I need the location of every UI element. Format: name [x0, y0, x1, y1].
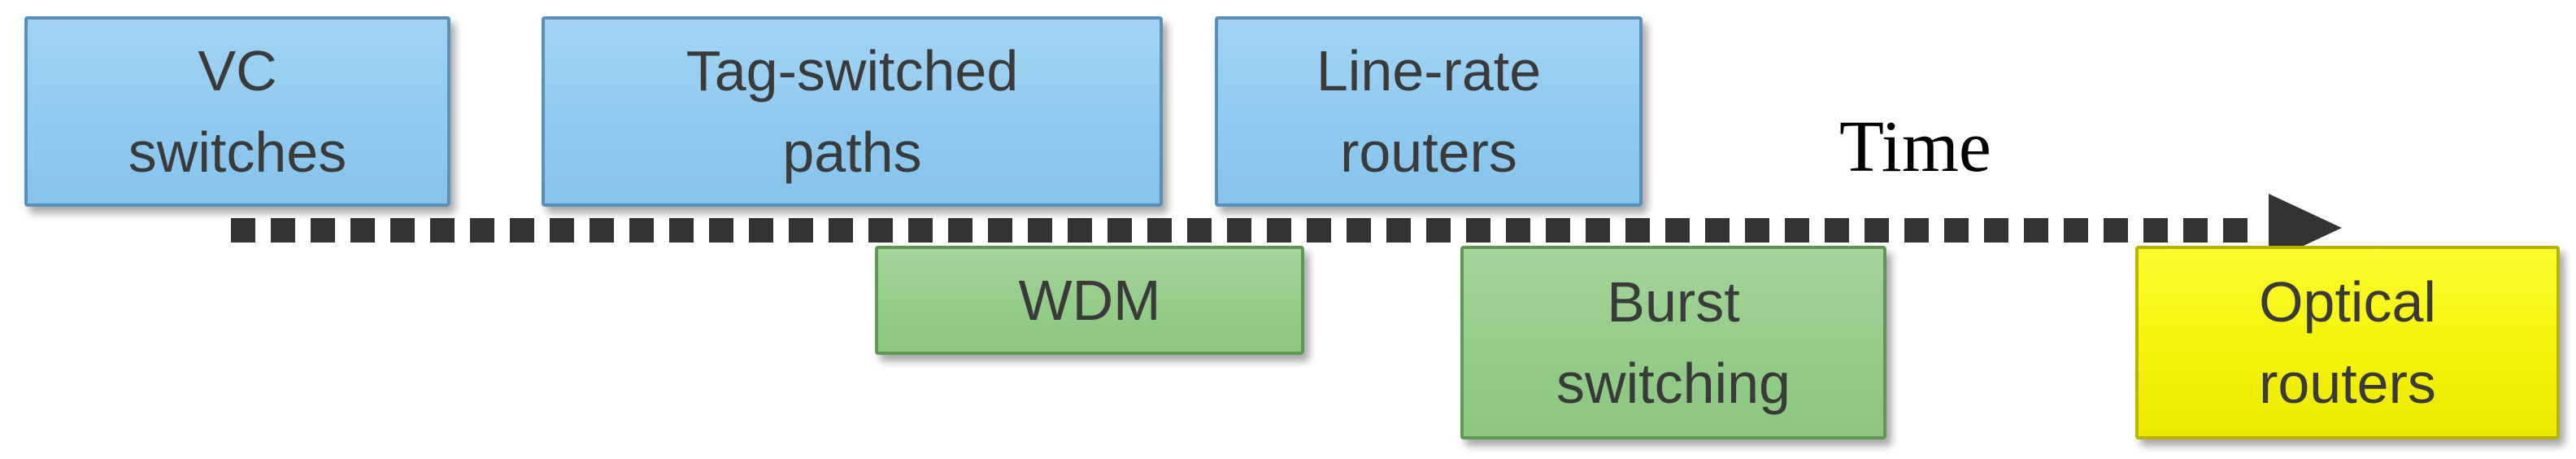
timeline-dash	[1625, 218, 1650, 243]
box-tag-switched-line-1: Tag-switched	[685, 39, 1019, 103]
timeline-dash	[1745, 218, 1769, 243]
box-burst-line-2: switching	[1556, 352, 1791, 415]
timeline-dash	[350, 218, 375, 243]
timeline-dash	[1307, 218, 1331, 243]
timeline-dash	[390, 218, 415, 243]
timeline-dash	[550, 218, 574, 243]
timeline-dash	[1825, 218, 1849, 243]
timeline-dash	[1546, 218, 1570, 243]
timeline-dash	[1785, 218, 1809, 243]
timeline-dash	[1944, 218, 1969, 243]
timeline-dash	[430, 218, 455, 243]
timeline-dash	[1227, 218, 1251, 243]
timeline-dash	[669, 218, 694, 243]
timeline-dash	[868, 218, 893, 243]
timeline-dash	[2104, 218, 2128, 243]
box-line-rate-line-1: Line-rate	[1316, 39, 1542, 103]
timeline-dash	[1267, 218, 1291, 243]
timeline-dash	[1705, 218, 1730, 243]
box-optical-line-1: Optical	[2259, 270, 2436, 334]
box-burst-line-1: Burst	[1607, 270, 1740, 334]
timeline-dash	[908, 218, 933, 243]
timeline-dash	[988, 218, 1012, 243]
box-line-rate-line-2: routers	[1340, 120, 1517, 184]
timeline-dash	[590, 218, 614, 243]
box-burst-switching: Burst switching	[1460, 246, 1886, 439]
box-wdm: WDM	[875, 246, 1304, 355]
timeline-dash	[709, 218, 733, 243]
box-vc-switches: VC switches	[24, 16, 450, 207]
timeline-dash	[948, 218, 973, 243]
timeline-dash	[2223, 218, 2247, 243]
timeline-dash	[1068, 218, 1092, 243]
timeline-dash	[789, 218, 813, 243]
timeline-dash	[1347, 218, 1371, 243]
timeline-dash	[1506, 218, 1530, 243]
timeline-dash	[829, 218, 853, 243]
timeline-dash	[1865, 218, 1889, 243]
box-tag-switched-line-2: paths	[782, 120, 922, 184]
box-vc-switches-line-2: switches	[128, 120, 347, 184]
timeline-dash	[2024, 218, 2048, 243]
timeline-dash	[1107, 218, 1132, 243]
timeline-dash	[2183, 218, 2208, 243]
box-optical-line-2: routers	[2259, 352, 2436, 415]
timeline-dash	[1984, 218, 2008, 243]
box-tag-switched-paths: Tag-switched paths	[542, 16, 1163, 207]
box-wdm-line-1: WDM	[1018, 269, 1161, 332]
timeline-dash	[629, 218, 654, 243]
timeline-dash	[311, 218, 335, 243]
timeline-dash	[2064, 218, 2088, 243]
box-line-rate-routers: Line-rate routers	[1215, 16, 1643, 207]
timeline-dash	[231, 218, 255, 243]
timeline-dash	[1147, 218, 1172, 243]
timeline-dash	[1665, 218, 1690, 243]
timeline-dash	[2143, 218, 2168, 243]
timeline-dash	[271, 218, 295, 243]
time-label: Time	[1839, 107, 1991, 187]
dotted-time-line	[231, 218, 2247, 243]
box-vc-switches-line-1: VC	[198, 39, 277, 103]
box-optical-routers: Optical routers	[2135, 246, 2560, 439]
timeline-dash	[749, 218, 773, 243]
timeline-dash	[1426, 218, 1451, 243]
arrow-head-icon	[2269, 194, 2342, 262]
timeline-dash	[470, 218, 494, 243]
timeline-dash	[1386, 218, 1411, 243]
timeline-dash	[1904, 218, 1929, 243]
timeline-dash	[1187, 218, 1212, 243]
timeline-dash	[1028, 218, 1052, 243]
timeline-dash	[510, 218, 534, 243]
timeline-dash	[1586, 218, 1610, 243]
timeline-dash	[1466, 218, 1490, 243]
